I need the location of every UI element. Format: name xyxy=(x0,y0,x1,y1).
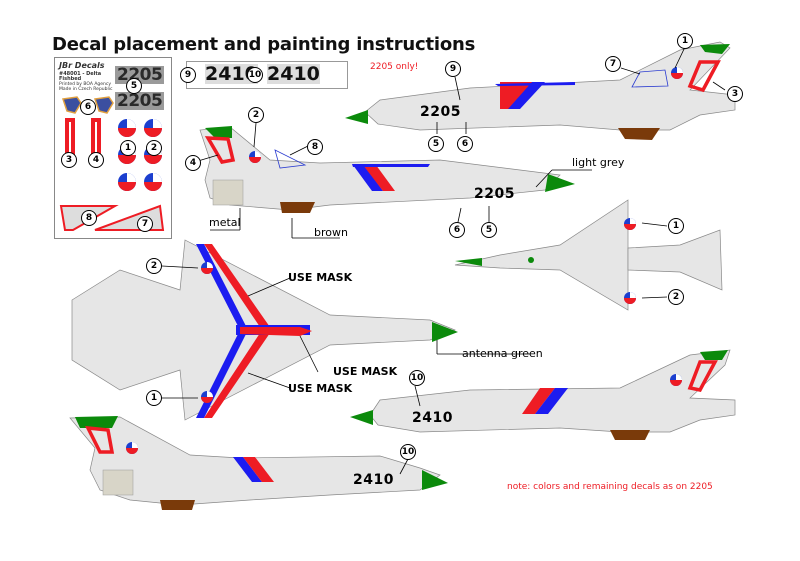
callout-6: 6 xyxy=(457,136,473,152)
aircraft-2205-right-profile xyxy=(199,126,575,213)
callout-1: 1 xyxy=(146,390,162,406)
roundel-icon xyxy=(671,67,683,79)
page-title: Decal placement and painting instruction… xyxy=(52,34,476,55)
aircraft-top-view xyxy=(71,239,458,421)
note-2205-only: 2205 only! xyxy=(370,62,419,72)
kit-line: Made in Czech Republic xyxy=(59,87,113,92)
callout-10: 10 xyxy=(409,370,425,386)
callout-2: 2 xyxy=(248,107,264,123)
decal-sheet-preview: JBr Decals #48001 - Delta Fishbed Printe… xyxy=(54,57,172,239)
aircraft-2410-left-profile xyxy=(350,349,736,440)
serial-2410: 2410 xyxy=(353,472,394,488)
label-antenna-green: antenna green xyxy=(462,347,543,360)
callout-7: 7 xyxy=(605,56,621,72)
kit-name: #48001 - Delta Fishbed xyxy=(59,71,102,82)
roundel-icons xyxy=(118,119,162,191)
decal-serial-2205: 2205 xyxy=(115,91,165,111)
label-use-mask: USE MASK xyxy=(333,365,398,378)
callout-9: 9 xyxy=(180,67,196,83)
roundel-icon xyxy=(201,391,213,403)
callout-4: 4 xyxy=(88,152,104,168)
callout-7: 7 xyxy=(137,216,153,232)
leader-lines xyxy=(161,46,726,475)
roundel-icon xyxy=(249,151,261,163)
serial-strip-2410: 9 2410 10 2410 xyxy=(180,61,348,89)
serial-2205: 2205 xyxy=(420,104,461,120)
label-use-mask: USE MASK xyxy=(288,271,353,284)
brand-logo: JBr Decals xyxy=(59,61,105,70)
callout-4: 4 xyxy=(185,155,201,171)
callout-5: 5 xyxy=(126,78,142,94)
roundel-icon xyxy=(670,374,682,386)
unit-badge-icon xyxy=(62,96,114,114)
label-brown: brown xyxy=(314,226,348,239)
callout-9: 9 xyxy=(445,61,461,77)
decal-serial-2410: 2410 xyxy=(205,63,258,85)
roundel-icon xyxy=(201,262,213,274)
serial-2410: 2410 xyxy=(412,410,453,426)
callout-10: 10 xyxy=(400,444,416,460)
aircraft-2410-right-profile xyxy=(69,416,448,510)
label-metal: metal xyxy=(209,216,241,229)
callout-3: 3 xyxy=(727,86,743,102)
callout-3: 3 xyxy=(61,152,77,168)
note-remaining-decals: note: colors and remaining decals as on … xyxy=(507,482,713,492)
kit-info: #48001 - Delta Fishbed Printed by BOA Ag… xyxy=(59,71,119,93)
callout-2: 2 xyxy=(146,140,162,156)
decal-serial-2410: 2410 xyxy=(267,63,320,85)
decal-sheet-art xyxy=(59,96,165,231)
callout-10: 10 xyxy=(247,67,263,83)
roundel-icon xyxy=(624,218,636,230)
serial-2205: 2205 xyxy=(474,186,515,202)
callout-1: 1 xyxy=(668,218,684,234)
aircraft-underside-view xyxy=(454,199,723,311)
callout-1: 1 xyxy=(677,33,693,49)
roundel-icon xyxy=(624,292,636,304)
kit-line: Printed by BOA Agency xyxy=(59,82,112,87)
label-use-mask: USE MASK xyxy=(288,382,353,395)
aircraft-2205-left-profile xyxy=(345,41,736,140)
label-light-grey: light grey xyxy=(572,156,625,169)
roundel-icon xyxy=(126,442,138,454)
callout-2: 2 xyxy=(668,289,684,305)
callout-5: 5 xyxy=(481,222,497,238)
callout-2: 2 xyxy=(146,258,162,274)
callout-8: 8 xyxy=(307,139,323,155)
callout-5: 5 xyxy=(428,136,444,152)
callout-6: 6 xyxy=(449,222,465,238)
callout-8: 8 xyxy=(81,210,97,226)
callout-6: 6 xyxy=(80,99,96,115)
callout-1: 1 xyxy=(120,140,136,156)
